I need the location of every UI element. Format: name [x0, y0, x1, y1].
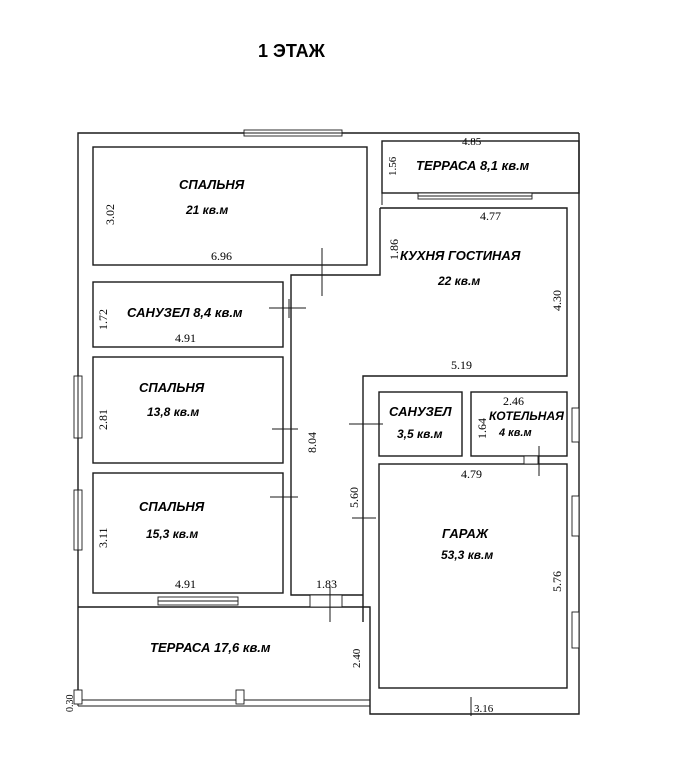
terrace-2-label: ТЕРРАСА 17,6 кв.м: [150, 640, 271, 655]
dim-4-77: 4.77: [480, 209, 501, 223]
boiler-area: 4 кв.м: [498, 427, 532, 439]
dim-4-91-a: 4.91: [175, 331, 196, 345]
dim-8-04: 8.04: [305, 432, 319, 453]
boiler-label: КОТЕЛЬНАЯ: [489, 409, 564, 423]
dim-2-46: 2.46: [503, 394, 524, 408]
bedroom-2-label: СПАЛЬНЯ: [139, 380, 205, 395]
room-bathroom-1: [92, 281, 284, 348]
dim-4-30: 4.30: [550, 290, 564, 311]
room-bedroom-3: [92, 472, 284, 594]
dim-3-11: 3.11: [96, 527, 110, 548]
plan-title: 1 ЭТАЖ: [258, 41, 326, 61]
kitchen-area: 22 кв.м: [437, 274, 480, 288]
dim-1-64: 1.64: [475, 418, 489, 439]
dim-2-40: 2.40: [351, 648, 363, 668]
dim-1-72: 1.72: [96, 309, 110, 330]
room-bedroom-2: [92, 356, 284, 464]
bathroom-2-area: 3,5 кв.м: [397, 427, 443, 441]
dim-2-81: 2.81: [96, 409, 110, 430]
windows: [73, 129, 580, 705]
dim-1-56: 1.56: [387, 156, 399, 176]
dim-1-83: 1.83: [316, 577, 337, 591]
dim-4-91-b: 4.91: [175, 577, 196, 591]
dim-4-85: 4.85: [462, 136, 482, 148]
outer-walls: [77, 132, 580, 715]
dim-3-02: 3.02: [103, 204, 117, 225]
dim-5-76: 5.76: [550, 571, 564, 592]
bathroom-1-label: САНУЗЕЛ 8,4 кв.м: [127, 305, 243, 320]
room-terrace-2: [78, 606, 371, 697]
kitchen-label: КУХНЯ ГОСТИНАЯ: [400, 248, 521, 263]
bedroom-3-label: СПАЛЬНЯ: [139, 499, 205, 514]
doors: [269, 248, 540, 716]
bedroom-3-area: 15,3 кв.м: [146, 527, 198, 541]
room-garage: [378, 463, 568, 689]
dim-6-96: 6.96: [211, 249, 232, 263]
room-boiler: [470, 391, 568, 457]
bedroom-1-area: 21 кв.м: [185, 203, 228, 217]
dim-1-86: 1.86: [387, 239, 401, 260]
dim-5-60: 5.60: [347, 487, 361, 508]
dim-3-16: 3.16: [474, 703, 494, 715]
garage-label: ГАРАЖ: [442, 526, 489, 541]
dim-0-30: 0.30: [65, 695, 76, 713]
terrace-1-label: ТЕРРАСА 8,1 кв.м: [416, 158, 530, 173]
room-bathroom-2: [378, 391, 463, 457]
bedroom-1-label: СПАЛЬНЯ: [179, 177, 245, 192]
dim-4-79: 4.79: [461, 467, 482, 481]
dim-5-19: 5.19: [451, 358, 472, 372]
garage-area: 53,3 кв.м: [441, 548, 493, 562]
bedroom-2-area: 13,8 кв.м: [147, 405, 199, 419]
bathroom-2-label: САНУЗЕЛ: [389, 404, 453, 419]
room-bedroom-1: [92, 146, 368, 266]
